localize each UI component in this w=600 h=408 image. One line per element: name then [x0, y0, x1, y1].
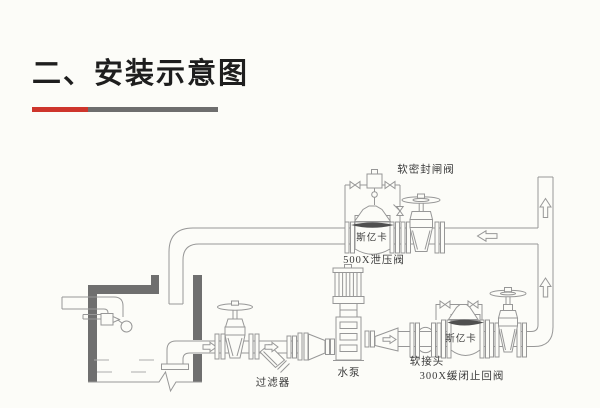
tank-inlet-pipe — [61, 296, 124, 317]
suction-pipe — [161, 340, 302, 370]
relief-valve — [344, 169, 405, 255]
relief-valve-brand-label: 斯亿卡 — [356, 232, 388, 244]
underline-red-segment — [32, 107, 88, 112]
flow-arrow-right-icon — [264, 341, 279, 353]
strainer-label: 过滤器 — [256, 376, 291, 389]
gate-valve-label: 软密封闸阀 — [397, 163, 455, 176]
underline-gray-segment — [88, 107, 218, 112]
flow-arrow-right-icon — [382, 334, 397, 345]
gate-valve-suction — [214, 300, 260, 360]
relief-valve-label: 500X泄压阀 — [343, 253, 405, 266]
flow-arrow-up-icon — [539, 277, 552, 298]
reducer-suction — [297, 332, 335, 361]
valve-stem — [418, 202, 424, 212]
wall-break-symbol — [88, 370, 202, 393]
page-title: 二、安装示意图 — [32, 58, 250, 90]
gate-valve-return — [400, 193, 445, 254]
pump — [332, 264, 399, 361]
check-valve-brand-label: 斯亿卡 — [445, 333, 477, 345]
flow-arrow-right-icon — [202, 341, 218, 353]
valve-bonnet-dome — [353, 205, 392, 222]
flexible-joint — [409, 322, 442, 358]
needle-valve-icon — [384, 180, 391, 190]
pilot-controller — [366, 173, 383, 189]
title-underline — [32, 107, 218, 112]
diaphragm — [447, 319, 484, 326]
gate-valve-discharge — [489, 287, 527, 358]
float-valve — [82, 313, 133, 333]
pilot-valve-icon — [439, 300, 446, 309]
float-ball — [120, 320, 133, 333]
check-valve-label: 300X缓闭止回阀 — [420, 369, 505, 382]
diaphragm — [351, 222, 394, 228]
flow-arrow-left-icon — [476, 229, 498, 243]
flow-arrow-up-icon — [539, 197, 552, 218]
valve-bonnet-dome — [447, 304, 479, 320]
strainer — [259, 335, 297, 373]
needle-valve-icon — [349, 180, 356, 190]
return-pipe — [168, 227, 538, 305]
riser-and-discharge-pipe — [398, 176, 554, 347]
water-tank — [88, 275, 202, 393]
flexible-joint-label: 软接头 — [410, 355, 445, 368]
pump-label: 水泵 — [338, 367, 361, 379]
check-valve — [435, 300, 490, 359]
